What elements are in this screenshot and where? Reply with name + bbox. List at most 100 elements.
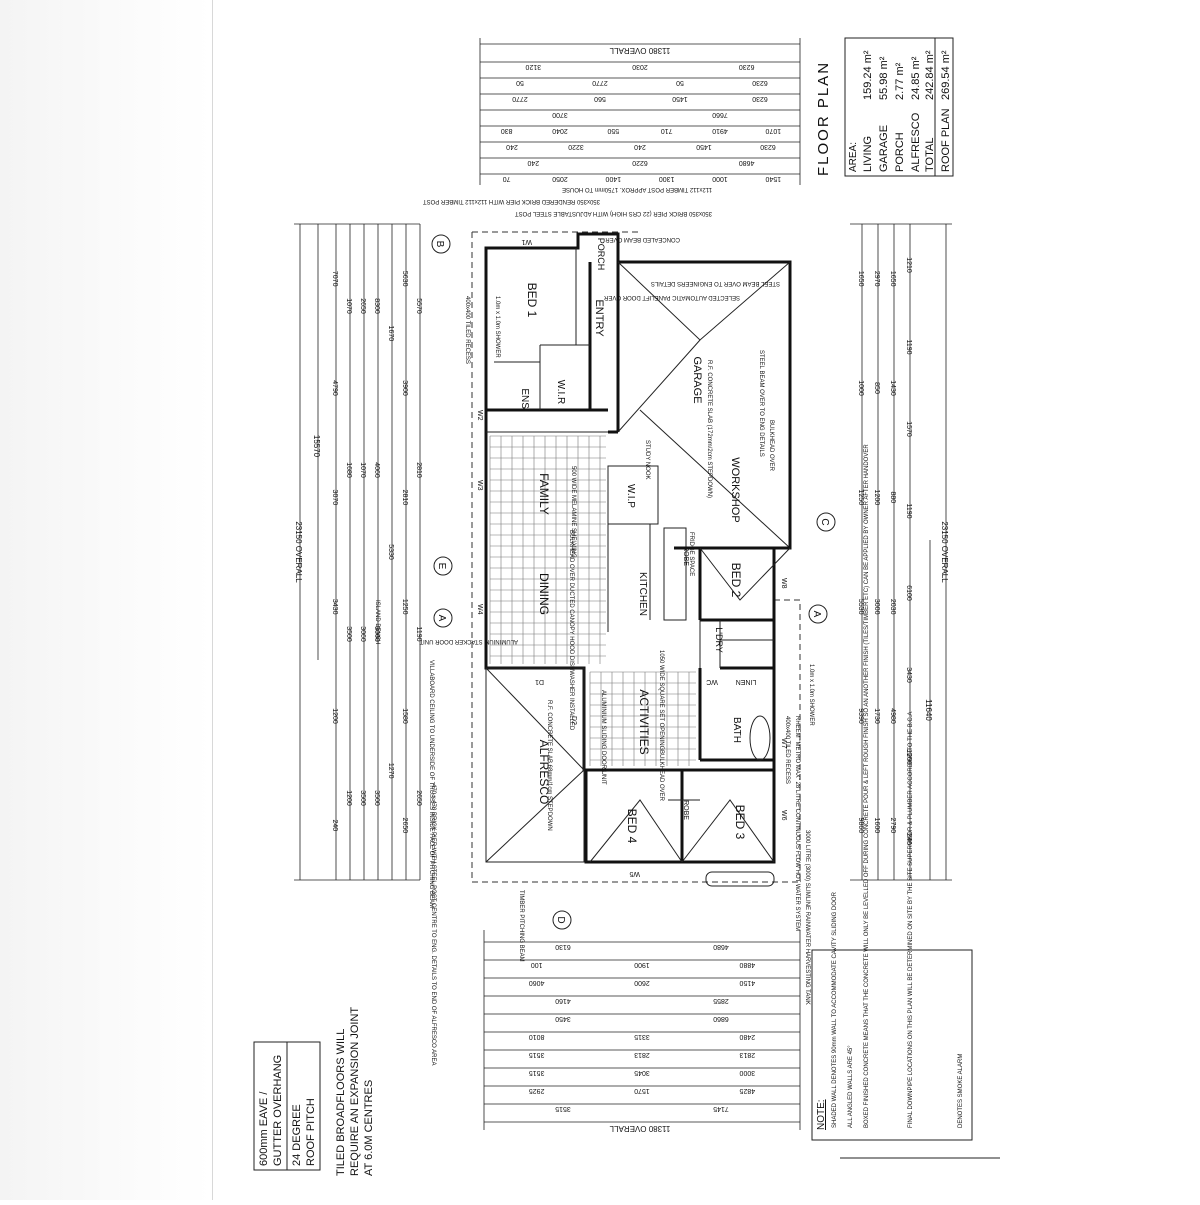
area-value: 24.85 m² — [910, 56, 922, 100]
shower-bath-note: 1.0m x 1.0m SHOWER — [808, 664, 814, 726]
dimension-label: 1400 — [605, 175, 621, 182]
dimension-label: 7660 — [712, 111, 728, 118]
square-set-opening-note: 1050 WIDE SQUARE SET OPENING — [658, 650, 664, 751]
pitch-note-line: ROOF PITCH — [305, 1098, 317, 1166]
wip-box — [607, 465, 659, 525]
area-label: LIVING — [862, 136, 874, 172]
dimension-label: 4680 — [739, 159, 755, 166]
window-tag: W7 — [780, 738, 787, 749]
dimension-label: 240 — [506, 143, 518, 150]
pitch-note-line: 24 DEGREE — [291, 1104, 303, 1166]
dimension-label: 2600 — [634, 979, 650, 986]
dimension-label: 1210 — [905, 257, 912, 273]
svg-text:C: C — [819, 518, 830, 525]
dimension-label: 2810 — [415, 462, 422, 478]
sliding-door-note: ALUMINIUM SLIDING DOOR UNIT — [600, 690, 606, 785]
dimension-label: 1670 — [387, 326, 394, 342]
island-bench-note: ISLAND BENCH — [374, 600, 380, 644]
grid-marker — [816, 512, 836, 532]
svg-text:E: E — [436, 563, 447, 570]
dimension-label: 1680 — [345, 462, 352, 478]
dimension-label: 3070 — [331, 490, 338, 506]
stacker-door-note: ALUMINIUM STACKER DOOR UNIT — [419, 638, 518, 644]
tiled-recess-bath-note: 400x400 TILED RECESS — [784, 716, 790, 784]
dimension-label: 710 — [661, 127, 673, 134]
linen-label: LINEN — [736, 678, 757, 685]
room-bathroom: BATH — [731, 717, 742, 743]
dimension-label: 3430 — [331, 599, 338, 615]
area-value: 269.54 m² — [940, 50, 952, 100]
robe-label: ROBE — [682, 546, 689, 566]
window-tag: D1 — [535, 678, 544, 685]
room-bed-4: BED 4 — [625, 809, 639, 844]
pitching-beam-note: TIMBER PITCHING BEAM — [518, 890, 524, 962]
grid-marker — [552, 910, 572, 930]
area-value: 55.98 m² — [878, 56, 890, 100]
dimension-label: 4060 — [373, 462, 380, 478]
dimension-label: 2040 — [552, 127, 568, 134]
dimension-label: 1730 — [873, 708, 880, 724]
area-value: 242.84 m² — [924, 50, 936, 100]
dimension-label: 4980 — [889, 708, 896, 724]
note-item: FINAL DOWNPIPE LOCATIONS ON THIS PLAN WI… — [908, 712, 914, 1128]
dimension-label: 240 — [634, 143, 646, 150]
grid-marker — [433, 556, 453, 576]
island-bench-box — [663, 527, 687, 621]
hot-water-note: RHEEM "METRO MAX" 28 LITRE CONTINUOUS FL… — [794, 716, 800, 931]
room-porch: PORCH — [596, 238, 606, 271]
area-label: GARAGE — [878, 125, 890, 172]
dimension-label: 1000 — [712, 175, 728, 182]
top-overall-dim: 11380 OVERALL — [609, 46, 670, 55]
room-walk-in-robe: W.I.R — [555, 380, 566, 404]
dimension-label: 1190 — [415, 626, 422, 641]
right-sub-dim: 11640 — [924, 699, 933, 721]
dimension-label: 1430 — [889, 380, 896, 396]
window-tag: W8 — [780, 578, 787, 589]
dimension-label: 1250 — [857, 490, 864, 506]
dimension-label: 3515 — [529, 1051, 545, 1058]
plan-title: FLOOR PLAN — [815, 61, 832, 176]
svg-text:B: B — [434, 241, 445, 248]
left-sub-dim: 15570 — [312, 435, 321, 458]
dimension-label: 6230 — [760, 143, 776, 150]
area-value: 2.77 m² — [894, 62, 906, 100]
dimension-label: 3220 — [568, 143, 584, 150]
dimension-label: 6230 — [752, 95, 768, 102]
grid-markers: B E A C A D — [431, 234, 836, 930]
dimension-label: 2810 — [401, 490, 408, 506]
dimension-label: 1570 — [905, 421, 912, 437]
dimension-label: 1200 — [873, 490, 880, 506]
right-dimensions: 23150 OVERALL 11640 16501000125055309390… — [850, 223, 952, 881]
steel-beam-note: STEEL BEAM OVER TO ENGINEERS DETAILS — [651, 280, 780, 286]
right-overall-dim: 23150 OVERALL — [940, 521, 949, 583]
dimension-label: 5630 — [401, 271, 408, 287]
dimension-label: 5570 — [415, 298, 422, 314]
dimension-label: 1900 — [634, 961, 650, 968]
dimension-label: 3500 — [359, 790, 366, 806]
area-rows: LIVING 159.24 m² GARAGE 55.98 m² PORCH 2… — [862, 50, 952, 172]
area-label: TOTAL — [924, 138, 936, 172]
dimension-label: 4680 — [713, 943, 729, 950]
area-heading: AREA: — [848, 142, 859, 172]
dimension-label: 6230 — [739, 63, 755, 70]
dimension-label: 50 — [676, 79, 684, 86]
dimension-label: 2650 — [415, 790, 422, 806]
dimension-label: 3000 — [873, 599, 880, 615]
dimension-label: 8010 — [529, 1033, 545, 1040]
alfresco-slab-note: R.F. CONCRETE SLAB 68mm/1cm STEPDOWN — [546, 700, 552, 831]
dimension-label: 3060 — [359, 626, 366, 642]
notes-heading: NOTE: — [816, 1099, 827, 1130]
tile-note: TILED BROADFLOORS WILL REQUIRE AN EXPANS… — [335, 1007, 375, 1176]
room-family: FAMILY — [537, 473, 551, 515]
dimension-label: 1300 — [659, 175, 675, 182]
dimension-label: 4910 — [712, 127, 728, 134]
dimension-label: 830 — [501, 127, 513, 134]
dimension-label: 3315 — [634, 1033, 650, 1040]
dimension-label: 2813 — [634, 1051, 650, 1058]
melamine-shelving-note: 500 WIDE MELAMINE SHELVING — [570, 466, 576, 558]
dimension-label: 1200 — [905, 749, 912, 765]
annotations: R.F. CONCRETE SLAB (172mm/2cm STEPDOWN) … — [374, 186, 814, 1066]
dimension-label: 100 — [531, 961, 543, 968]
svg-text:A: A — [811, 611, 822, 618]
